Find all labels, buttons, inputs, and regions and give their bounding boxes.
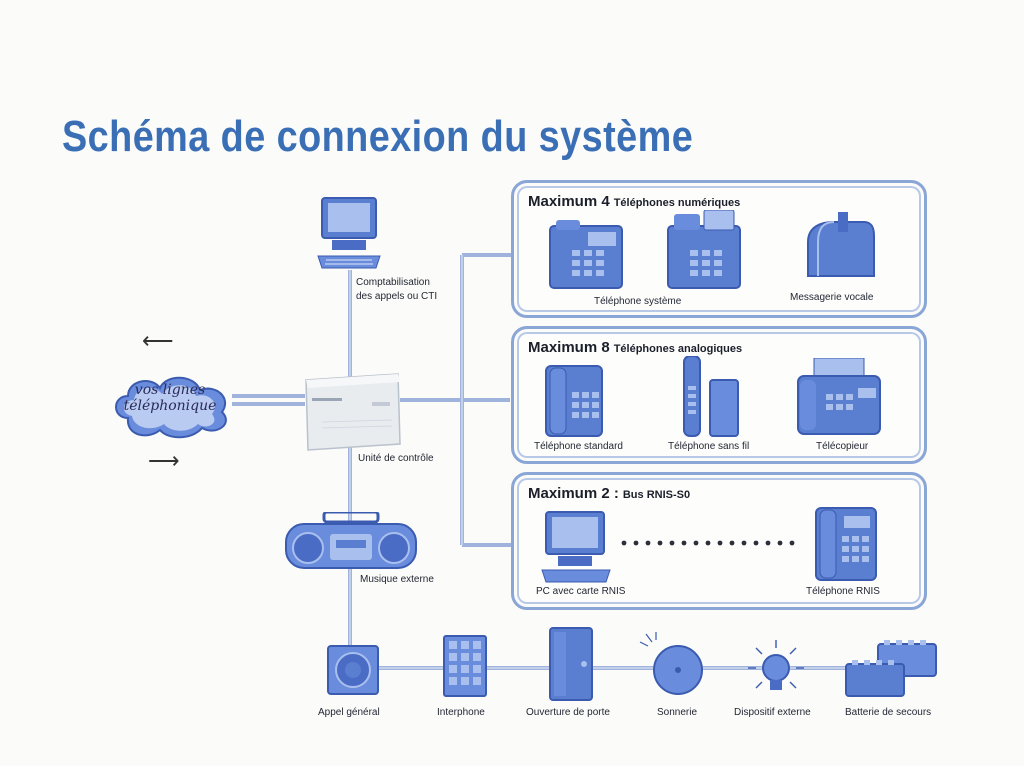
system-phone-label: Téléphone système bbox=[594, 296, 682, 307]
arrow-left-icon: ⟵ bbox=[142, 328, 174, 353]
bottom-label-external: Dispositif externe bbox=[734, 707, 811, 718]
panel-3-subtitle: Bus RNIS-S0 bbox=[622, 489, 691, 501]
isdn-phone-icon bbox=[815, 507, 877, 581]
bottom-label-interphone: Interphone bbox=[437, 707, 485, 718]
computer-label-1: Comptabilisation bbox=[356, 277, 430, 288]
bell-icon bbox=[639, 632, 703, 695]
panel-1-subtitle: Téléphones numériques bbox=[613, 197, 741, 209]
isdn-pc-icon bbox=[541, 511, 611, 583]
boombox-icon bbox=[285, 512, 417, 569]
cloud-text-line-1: vos lignes bbox=[134, 382, 206, 398]
control-unit-icon bbox=[305, 373, 401, 451]
bottom-label-bell: Sonnerie bbox=[657, 707, 698, 718]
system-phone-2-icon bbox=[667, 210, 741, 289]
interphone-icon bbox=[443, 635, 487, 697]
control-unit-label: Unité de contrôle bbox=[358, 453, 434, 464]
system-phone-icon bbox=[549, 220, 623, 289]
cordless-phone-icon bbox=[683, 356, 739, 437]
bottom-label-paging: Appel général bbox=[318, 707, 380, 718]
music-label: Musique externe bbox=[360, 574, 434, 585]
panel-2-count: Maximum 8 bbox=[528, 339, 610, 356]
panel-2-subtitle: Téléphones analogiques bbox=[613, 343, 743, 355]
computer-icon bbox=[317, 197, 381, 269]
panel-3-count: Maximum 2 : bbox=[528, 485, 619, 502]
panel-1-count: Maximum 4 bbox=[528, 193, 610, 210]
isdn-pc-label: PC avec carte RNIS bbox=[536, 586, 626, 597]
dotted-connector bbox=[621, 540, 795, 546]
isdn-phone-label: Téléphone RNIS bbox=[806, 586, 880, 597]
cloud-icon bbox=[115, 376, 227, 439]
voicemail-icon bbox=[807, 212, 875, 277]
standard-phone-label: Téléphone standard bbox=[534, 441, 623, 452]
cordless-phone-label: Téléphone sans fil bbox=[668, 441, 750, 452]
standard-phone-icon bbox=[545, 365, 603, 437]
door-icon bbox=[549, 627, 593, 701]
backup-battery-icon bbox=[845, 640, 937, 697]
external-device-icon bbox=[748, 640, 804, 690]
page-title: Schéma de connexion du système bbox=[62, 112, 694, 161]
speaker-icon bbox=[327, 645, 379, 695]
fax-icon bbox=[797, 358, 881, 435]
bottom-label-battery: Batterie de secours bbox=[845, 707, 932, 718]
arrow-right-icon: ⟶ bbox=[148, 448, 180, 473]
voicemail-label: Messagerie vocale bbox=[790, 292, 874, 303]
computer-label-2: des appels ou CTI bbox=[356, 291, 438, 302]
bottom-label-door: Ouverture de porte bbox=[526, 707, 610, 718]
cloud-text-line-2: téléphonique bbox=[123, 398, 217, 414]
fax-label: Télécopieur bbox=[816, 441, 869, 452]
